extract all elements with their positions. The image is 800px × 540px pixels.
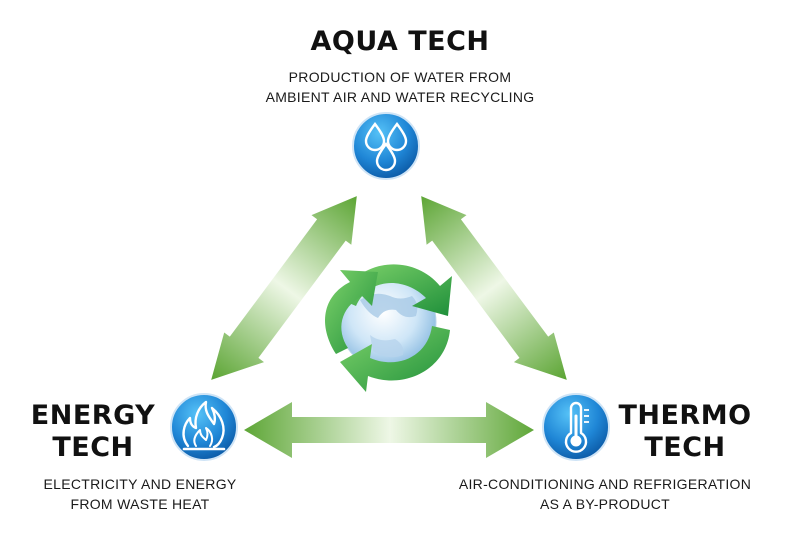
thermo-title-line2: TECH bbox=[644, 432, 726, 463]
aqua-desc-line2: AMBIENT AIR AND WATER RECYCLING bbox=[265, 89, 535, 105]
thermometer-icon bbox=[542, 393, 610, 461]
arrow-energy-thermo bbox=[244, 402, 534, 458]
thermo-tech-title: THERMO TECH bbox=[600, 400, 770, 464]
energy-tech-description: ELECTRICITY AND ENERGY FROM WASTE HEAT bbox=[0, 474, 280, 514]
aqua-tech-description: PRODUCTION OF WATER FROM AMBIENT AIR AND… bbox=[180, 67, 620, 107]
thermo-desc-line1: AIR-CONDITIONING AND REFRIGERATION bbox=[458, 476, 752, 492]
flame-icon bbox=[170, 393, 238, 461]
recycling-globe-icon bbox=[325, 264, 452, 392]
energy-title-line2: TECH bbox=[52, 432, 134, 463]
aqua-tech-title: AQUA TECH bbox=[310, 26, 490, 57]
arrow-energy-aqua bbox=[211, 196, 357, 380]
energy-title-line1: ENERGY bbox=[30, 400, 156, 431]
thermo-tech-description: AIR-CONDITIONING AND REFRIGERATION AS A … bbox=[420, 474, 790, 514]
aqua-desc-line1: PRODUCTION OF WATER FROM bbox=[288, 69, 512, 85]
energy-desc-line2: FROM WASTE HEAT bbox=[70, 496, 210, 512]
energy-tech-title: ENERGY TECH bbox=[18, 400, 168, 464]
thermo-title-line1: THERMO bbox=[618, 400, 752, 431]
thermo-desc-line2: AS A BY-PRODUCT bbox=[539, 496, 671, 512]
water-drops-icon bbox=[352, 112, 420, 180]
energy-desc-line1: ELECTRICITY AND ENERGY bbox=[43, 476, 237, 492]
arrow-aqua-thermo bbox=[421, 196, 567, 380]
